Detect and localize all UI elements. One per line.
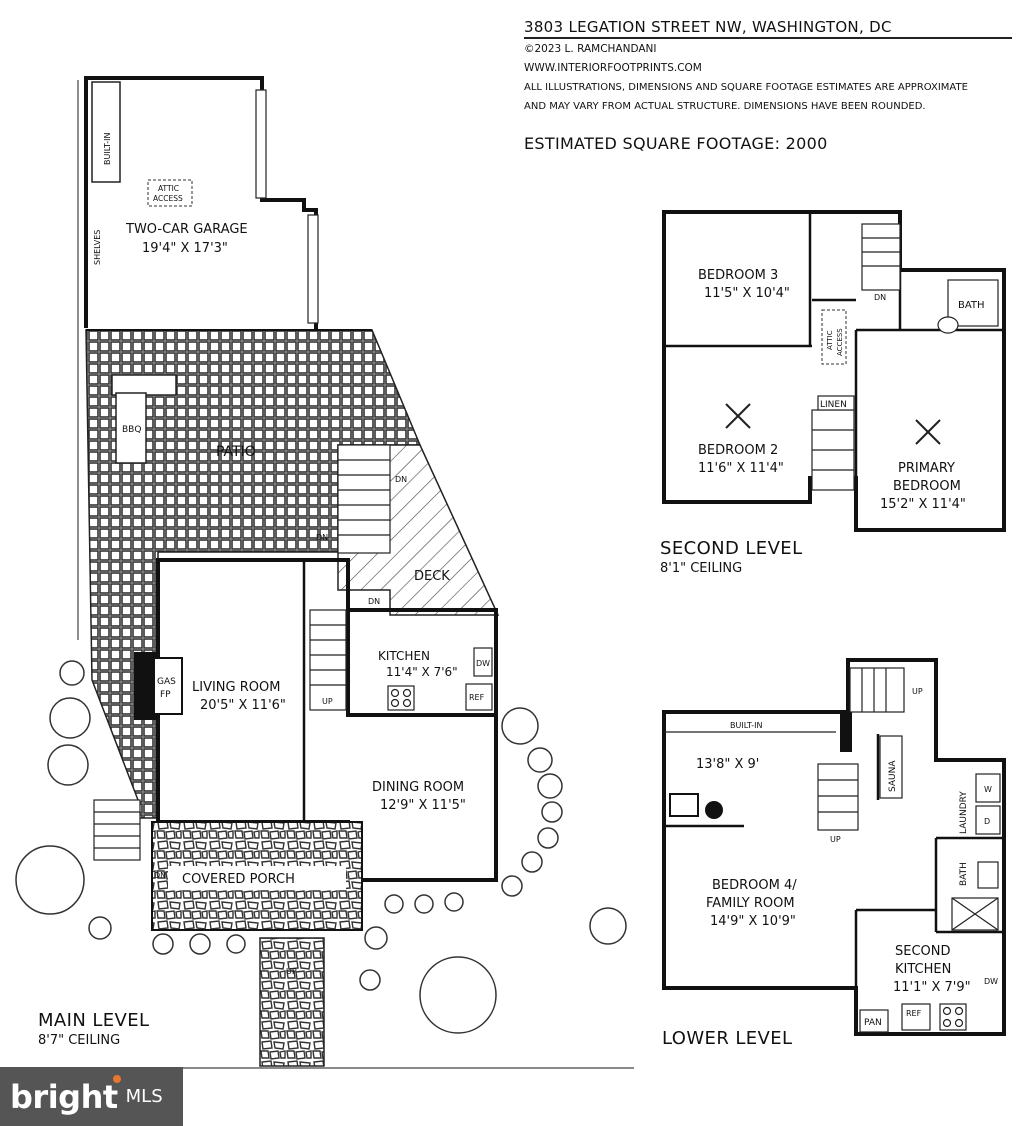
kitchen2-ref-label: REF xyxy=(906,1009,922,1018)
second-dn-label: DN xyxy=(874,293,886,302)
lower-bath-label: BATH xyxy=(959,862,969,886)
bedroom2-dims: 11'6" X 11'4" xyxy=(698,461,784,476)
kitchen-dw-label: DW xyxy=(476,659,490,668)
stair-up-label: UP xyxy=(322,697,333,706)
stair-dn-label: DN xyxy=(368,597,380,606)
bbq-counter xyxy=(111,374,177,396)
second-attic-1: ATTIC xyxy=(826,330,834,350)
header-rule xyxy=(524,37,1012,39)
kitchen2-name-2: KITCHEN xyxy=(895,962,951,977)
lower-builtin-label: BUILT-IN xyxy=(730,721,762,730)
kitchen-dims: 11'4" X 7'6" xyxy=(386,665,458,679)
front-walk xyxy=(259,937,325,1067)
walk-up-label: UP xyxy=(286,967,297,976)
washer-label: W xyxy=(984,785,992,794)
kitchen2-dw-label: DW xyxy=(984,977,998,986)
fireplace xyxy=(134,652,156,720)
bright-mls-logo: bright MLS xyxy=(0,1067,183,1126)
deck-stair xyxy=(337,444,391,554)
living-room-dims: 20'5" X 11'6" xyxy=(200,698,286,713)
bedroom4-dims: 14'9" X 10'9" xyxy=(710,914,796,929)
kitchen-ref-label: REF xyxy=(469,693,485,702)
bedroom3-name: BEDROOM 3 xyxy=(698,268,778,283)
pan-label: PAN xyxy=(864,1018,882,1028)
deck-label: DECK xyxy=(414,569,450,584)
side-stair xyxy=(93,799,141,861)
kitchen2-dims: 11'1" X 7'9" xyxy=(893,980,971,995)
lower-up2-label: UP xyxy=(830,835,841,844)
kitchen2-range xyxy=(939,1003,967,1031)
main-level-ceiling: 8'7" CEILING xyxy=(38,1033,121,1048)
lower-level-title: LOWER LEVEL xyxy=(662,1028,792,1049)
second-bath-label: BATH xyxy=(958,300,985,311)
bedroom4-name-2: FAMILY ROOM xyxy=(706,896,795,911)
copyright-text: ©2023 L. RAMCHANDANI xyxy=(524,43,657,55)
deck-dn-label: DN xyxy=(395,475,407,484)
sauna-label: SAUNA xyxy=(888,760,898,792)
second-attic-2: ACCESS xyxy=(836,328,844,356)
bright-logo-mls: MLS xyxy=(125,1086,163,1107)
lower-up-label: UP xyxy=(912,687,923,696)
lower-stair xyxy=(817,667,905,831)
dining-room-dims: 12'9" X 11'5" xyxy=(380,798,466,813)
garage-name: TWO-CAR GARAGE xyxy=(125,222,248,237)
square-footage: ESTIMATED SQUARE FOOTAGE: 2000 xyxy=(524,134,828,153)
kitchen-range xyxy=(387,685,415,711)
living-room-name: LIVING ROOM xyxy=(192,680,280,695)
gas-label: GAS xyxy=(157,677,176,687)
garage-walls xyxy=(84,76,318,330)
patio-area xyxy=(85,329,422,819)
main-interior-stair xyxy=(309,609,347,711)
bright-logo-dot xyxy=(113,1075,121,1083)
website-text: WWW.INTERIORFOOTPRINTS.COM xyxy=(524,62,702,74)
second-level-title: SECOND LEVEL 8'1" CEILING xyxy=(660,538,803,576)
dining-room-name: DINING ROOM xyxy=(372,780,464,795)
bbq-label: BBQ xyxy=(122,425,141,435)
disclaimer-line-2: AND MAY VARY FROM ACTUAL STRUCTURE. DIME… xyxy=(524,101,926,112)
garage-shelves-label: SHELVES xyxy=(93,230,102,265)
second-level-name: SECOND LEVEL xyxy=(660,538,803,559)
second-stair xyxy=(811,223,901,491)
property-address: 3803 LEGATION STREET NW, WASHINGTON, DC xyxy=(524,18,892,36)
laundry-label: LAUNDRY xyxy=(959,791,969,834)
dryer-label: D xyxy=(984,817,990,826)
linen-label: LINEN xyxy=(820,400,847,410)
garage-dims: 19'4" X 17'3" xyxy=(142,241,228,256)
second-level-ceiling: 8'1" CEILING xyxy=(660,561,743,576)
garage-attic-2: ACCESS xyxy=(153,194,183,203)
bedroom2-name: BEDROOM 2 xyxy=(698,443,778,458)
kitchen2-name-1: SECOND xyxy=(895,944,951,959)
kitchen-name: KITCHEN xyxy=(378,649,430,663)
disclaimer-line-1: ALL ILLUSTRATIONS, DIMENSIONS AND SQUARE… xyxy=(524,82,968,93)
landscape-shrubs xyxy=(15,660,627,1034)
rec-dims: 13'8" X 9' xyxy=(696,757,759,772)
lower-level-walls xyxy=(662,658,1006,1036)
main-level-title: MAIN LEVEL 8'7" CEILING xyxy=(38,1010,149,1048)
main-level-name: MAIN LEVEL xyxy=(38,1010,150,1031)
patio-label: PATIO xyxy=(216,444,256,460)
fp-label: FP xyxy=(160,690,171,700)
garage-attic-1: ATTIC xyxy=(158,184,179,193)
porch-label: COVERED PORCH xyxy=(182,872,295,887)
bedroom3-dims: 11'5" X 10'4" xyxy=(704,286,790,301)
garage-builtin-label: BUILT-IN xyxy=(103,133,112,165)
primary-name-1: PRIMARY xyxy=(898,461,955,476)
side-dn-label: DN xyxy=(154,871,166,880)
bedroom4-name-1: BEDROOM 4/ xyxy=(712,878,797,893)
lower-level-name: LOWER LEVEL xyxy=(662,1028,793,1049)
deck-dn2-label: DN xyxy=(316,533,328,542)
primary-name-2: BEDROOM xyxy=(893,479,961,494)
bright-logo-word: bright xyxy=(10,1077,118,1116)
primary-dims: 15'2" X 11'4" xyxy=(880,497,966,512)
ceiling-fan-icon xyxy=(725,403,941,445)
